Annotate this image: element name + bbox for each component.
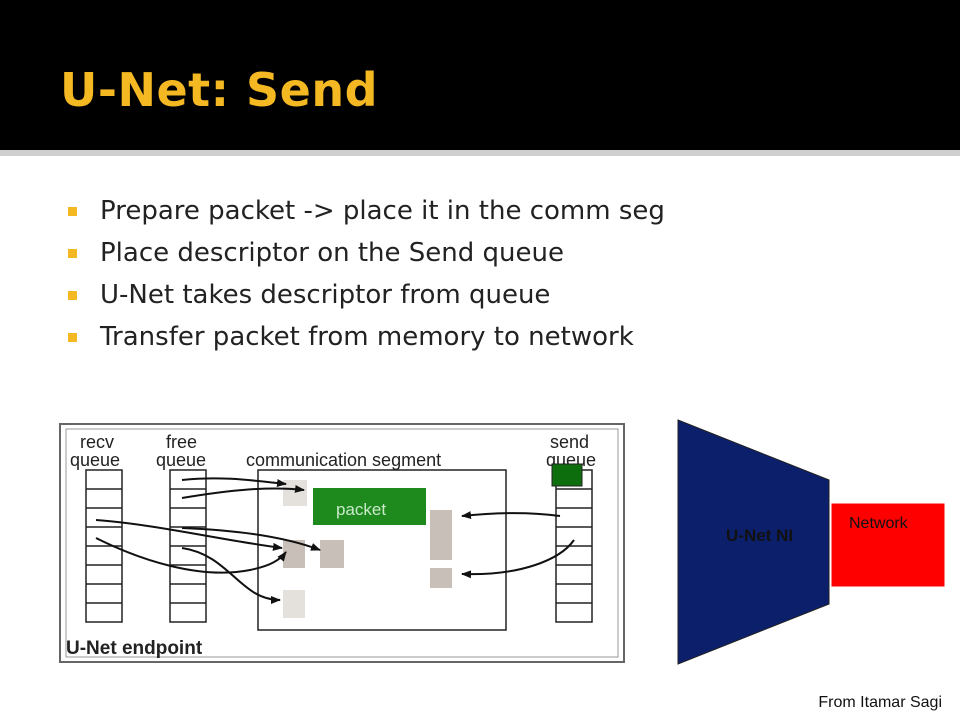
unet-ni (677, 419, 830, 665)
bullet-marker (68, 249, 77, 258)
bullet-item: Place descriptor on the Send queue (64, 232, 665, 274)
bullet-item: U-Net takes descriptor from queue (64, 274, 665, 316)
endpoint-inner-frame (65, 428, 619, 658)
title-bar: U-Net: Send (0, 0, 960, 150)
recv-queue-label: recv queue (70, 432, 120, 470)
bullet-marker (68, 207, 77, 216)
bullet-text: Place descriptor on the Send queue (100, 238, 564, 268)
slide-title: U-Net: Send (60, 63, 379, 117)
title-divider (0, 150, 960, 156)
network-box (831, 503, 945, 587)
bullet-text: Transfer packet from memory to network (100, 322, 634, 352)
bullet-text: Prepare packet -> place it in the comm s… (100, 196, 665, 226)
bullet-text: U-Net takes descriptor from queue (100, 280, 551, 310)
free-queue-label: free queue (156, 432, 206, 470)
unet-ni-label: U-Net NI (726, 526, 793, 545)
send-queue (555, 469, 593, 623)
bullet-marker (68, 291, 77, 300)
network-label: Network (849, 515, 909, 532)
bullet-item: Transfer packet from memory to network (64, 316, 665, 358)
buffers (283, 480, 452, 618)
bullet-item: Prepare packet -> place it in the comm s… (64, 190, 665, 232)
recv-queue (85, 469, 123, 623)
credit-text: From Itamar Sagi (818, 694, 942, 711)
pointer-arrows (95, 477, 575, 604)
send-descriptor (551, 463, 583, 487)
free-queue (169, 469, 207, 623)
bullet-marker (68, 333, 77, 342)
packet-label: packet (336, 500, 386, 519)
bullet-list: Prepare packet -> place it in the comm s… (64, 190, 665, 358)
slide-body: Prepare packet -> place it in the comm s… (0, 156, 960, 720)
comm-segment-label: communication segment (246, 450, 441, 470)
unet-diagram: recv queue free queue communication segm… (59, 419, 945, 665)
packet-box (313, 488, 426, 525)
endpoint-label: U-Net endpoint (66, 638, 203, 659)
